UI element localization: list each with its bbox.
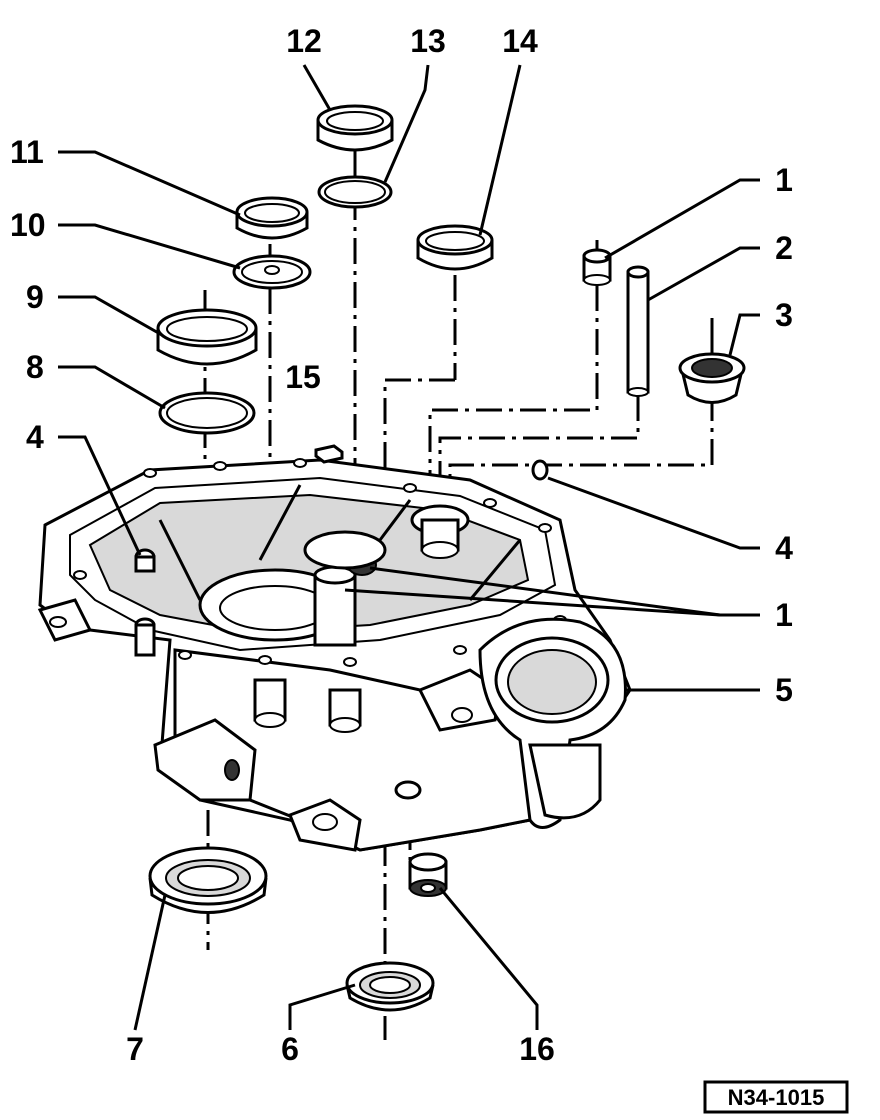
part-11-bearing-cup bbox=[235, 196, 309, 240]
part-6-shaft-seal bbox=[345, 961, 435, 1012]
callout-14: 14 bbox=[502, 23, 538, 59]
callout-7: 7 bbox=[126, 1031, 144, 1067]
callout-6: 6 bbox=[281, 1031, 299, 1067]
callout-15: 15 bbox=[285, 359, 321, 395]
callout-10: 10 bbox=[10, 207, 46, 243]
callout-8: 8 bbox=[26, 349, 44, 385]
callout-5: 5 bbox=[775, 672, 793, 708]
part-12-bearing-cup bbox=[316, 104, 394, 152]
callout-numbers: 12 13 14 11 10 9 8 15 4 1 2 3 4 1 5 7 6 … bbox=[10, 23, 793, 1067]
transmission-housing bbox=[37, 458, 632, 852]
callout-16: 16 bbox=[519, 1031, 555, 1067]
callout-12: 12 bbox=[286, 23, 322, 59]
callout-4-right: 4 bbox=[775, 530, 793, 566]
part-14-bearing-cup bbox=[416, 224, 494, 271]
callout-2: 2 bbox=[775, 230, 793, 266]
callout-11: 11 bbox=[10, 134, 44, 170]
callout-9: 9 bbox=[26, 279, 44, 315]
callout-4-left: 4 bbox=[26, 419, 44, 455]
part-2-guide-pin bbox=[626, 265, 650, 397]
part-5-output-flange-housing bbox=[478, 617, 627, 829]
part-1-sleeve bbox=[582, 240, 612, 286]
part-16-plug-screw bbox=[408, 852, 448, 897]
part-7-shaft-seal bbox=[148, 846, 268, 914]
part-13-shim-ring bbox=[317, 175, 393, 209]
figure-reference-code: N34-1015 bbox=[728, 1085, 825, 1110]
callout-3: 3 bbox=[775, 297, 793, 333]
callout-13: 13 bbox=[410, 23, 446, 59]
part-3-bushing bbox=[678, 318, 746, 404]
part-15-magnet bbox=[314, 444, 344, 464]
part-9-bearing-cup bbox=[156, 308, 258, 366]
callout-1-bottom: 1 bbox=[775, 597, 793, 633]
part-8-shim-ring bbox=[158, 391, 256, 435]
callout-1-top: 1 bbox=[775, 162, 793, 198]
leader-lines bbox=[58, 64, 760, 1031]
figure-reference-box: N34-1015 bbox=[703, 1080, 849, 1114]
part-10-shim-disc bbox=[232, 254, 312, 290]
